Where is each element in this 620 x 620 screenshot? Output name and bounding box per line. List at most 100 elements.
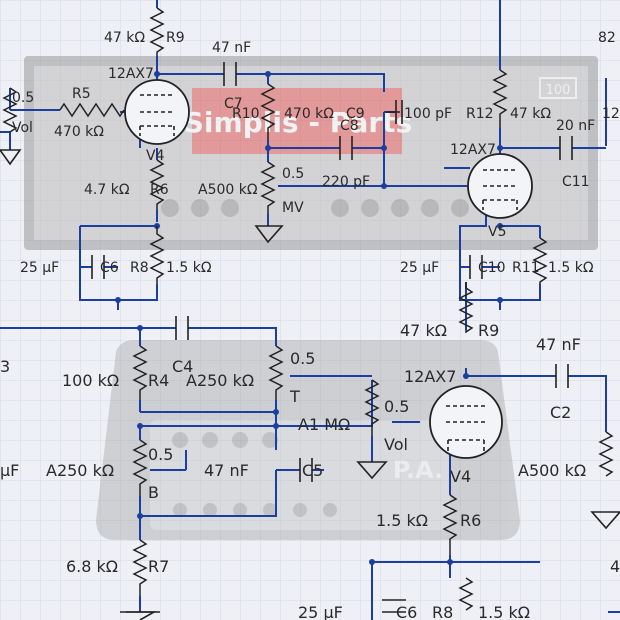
c4-name: C4 bbox=[172, 357, 193, 376]
r6-bottom-resistor bbox=[442, 494, 458, 555]
c11-cap bbox=[559, 136, 573, 160]
edge-right-top: 82 bbox=[598, 30, 616, 46]
v4-bottom-tube bbox=[429, 385, 503, 459]
vol-top-wiper: 0.5 bbox=[12, 90, 34, 106]
c2-value: 47 nF bbox=[536, 335, 581, 354]
top-resistors bbox=[2, 7, 548, 284]
t-label: T bbox=[289, 387, 300, 406]
top-nodes bbox=[115, 71, 503, 303]
banner-box bbox=[192, 88, 402, 154]
v4-bottom-type: 12AX7 bbox=[404, 367, 456, 386]
r8-top-value: 1.5 kΩ bbox=[166, 260, 212, 276]
r9-bottom-resistor bbox=[458, 282, 474, 334]
t-wiper: 0.5 bbox=[290, 349, 315, 368]
r12-value: 47 kΩ bbox=[510, 106, 551, 122]
r11-name: R11 bbox=[512, 260, 540, 276]
mv-pot-value: A500 kΩ bbox=[198, 182, 258, 198]
mv-pot bbox=[260, 161, 276, 214]
r6-bottom-value: 1.5 kΩ bbox=[376, 511, 428, 530]
r6-top-name: R6 bbox=[150, 182, 169, 198]
c9-name: C9 bbox=[346, 106, 365, 122]
b-pot-value: A250 kΩ bbox=[46, 461, 114, 480]
b-label: B bbox=[148, 483, 159, 502]
mv-label: MV bbox=[282, 200, 304, 216]
c10-name: C10 bbox=[478, 260, 506, 276]
r5-resistor bbox=[59, 102, 125, 118]
c6-top-value: 25 µF bbox=[20, 260, 59, 276]
r6-top-resistor bbox=[149, 159, 165, 210]
b-wiper: 0.5 bbox=[148, 445, 173, 464]
top-grounds bbox=[0, 149, 284, 244]
vol-top-label: Vol bbox=[12, 120, 33, 136]
v4-top-name: V4 bbox=[146, 148, 165, 164]
r6-bottom-name: R6 bbox=[460, 511, 481, 530]
c5-cap bbox=[299, 458, 313, 482]
t-pot-value: A250 kΩ bbox=[186, 371, 254, 390]
bottom-resistors bbox=[132, 282, 614, 611]
bottom-labels: 3 C4 100 kΩ R4 A250 kΩ 0.5 T 0.5 A250 kΩ… bbox=[0, 321, 620, 620]
c4-cap bbox=[175, 316, 189, 340]
r8-bottom-value: 1.5 kΩ bbox=[478, 603, 530, 620]
r12-resistor bbox=[492, 69, 508, 128]
c7-cap bbox=[223, 62, 237, 86]
r4-value: 100 kΩ bbox=[62, 371, 119, 390]
c10-cap bbox=[469, 255, 483, 279]
r9-top-value: 47 kΩ bbox=[104, 30, 145, 46]
b-pot bbox=[132, 439, 148, 496]
c2-cap bbox=[555, 364, 569, 388]
r10-resistor bbox=[260, 83, 276, 140]
c6-top-name: C6 bbox=[100, 260, 119, 276]
edge-right-bot: 4 bbox=[610, 557, 620, 576]
c11-name: C11 bbox=[562, 174, 590, 190]
c8-value: 220 pF bbox=[322, 174, 370, 190]
r5-value: 470 kΩ bbox=[54, 124, 104, 140]
top-labels: 47 kΩ R9 47 nF 12AX7 C7 R5 470 kΩ 0.5 Vo… bbox=[12, 30, 620, 276]
r7-resistor bbox=[132, 539, 148, 596]
r7-value: 6.8 kΩ bbox=[66, 557, 118, 576]
r10-name: R10 bbox=[232, 106, 260, 122]
c7-value: 47 nF bbox=[212, 40, 251, 56]
banner-text: Simplis - Parts bbox=[184, 106, 412, 139]
top-capacitors bbox=[91, 62, 573, 279]
c9-value: 100 pF bbox=[404, 106, 452, 122]
vol-bottom-value: A1 MΩ bbox=[298, 415, 350, 434]
r11-resistor bbox=[532, 237, 548, 284]
c5-value: 47 nF bbox=[204, 461, 249, 480]
top-tubes bbox=[124, 79, 533, 219]
r4-name: R4 bbox=[148, 371, 169, 390]
v5-type: 12AX7 bbox=[450, 142, 496, 158]
r8-bottom-resistor bbox=[458, 577, 474, 611]
v4-bottom-name: V4 bbox=[450, 467, 471, 486]
r9-bottom-value: 47 kΩ bbox=[400, 321, 447, 340]
top-wires bbox=[0, 0, 607, 310]
a500-bottom-pot bbox=[598, 431, 614, 477]
c6-bottom-cap bbox=[382, 599, 406, 613]
a500-bottom-value: A500 kΩ bbox=[518, 461, 586, 480]
c10-value: 25 µF bbox=[400, 260, 439, 276]
photo-lower-text: P.A. bbox=[393, 456, 443, 484]
bottom-grounds bbox=[120, 461, 620, 620]
mv-wiper: 0.5 bbox=[282, 166, 304, 182]
edge-right-mid: 12 bbox=[602, 106, 620, 122]
r4-resistor bbox=[132, 345, 148, 400]
c6-bottom-name: C6 bbox=[396, 603, 417, 620]
c5-name: C5 bbox=[302, 461, 323, 480]
r9-bottom-name: R9 bbox=[478, 321, 499, 340]
edge-left-top: 3 bbox=[0, 357, 10, 376]
r12-name: R12 bbox=[466, 106, 494, 122]
vol-bottom-wiper: 0.5 bbox=[384, 397, 409, 416]
c2-name: C2 bbox=[550, 403, 571, 422]
bottom-tubes bbox=[429, 385, 503, 459]
c6-top-cap bbox=[91, 255, 105, 279]
r5-name: R5 bbox=[72, 86, 91, 102]
c8-name: C8 bbox=[340, 118, 359, 134]
t-pot bbox=[268, 345, 284, 400]
r6-top-value: 4.7 kΩ bbox=[84, 182, 130, 198]
r7-name: R7 bbox=[148, 557, 169, 576]
c11-value: 20 nF bbox=[556, 118, 595, 134]
r11-value: 1.5 kΩ bbox=[548, 260, 594, 276]
r9-top-name: R9 bbox=[166, 30, 185, 46]
badge-box bbox=[539, 77, 577, 99]
r10-value: 470 kΩ bbox=[284, 106, 334, 122]
